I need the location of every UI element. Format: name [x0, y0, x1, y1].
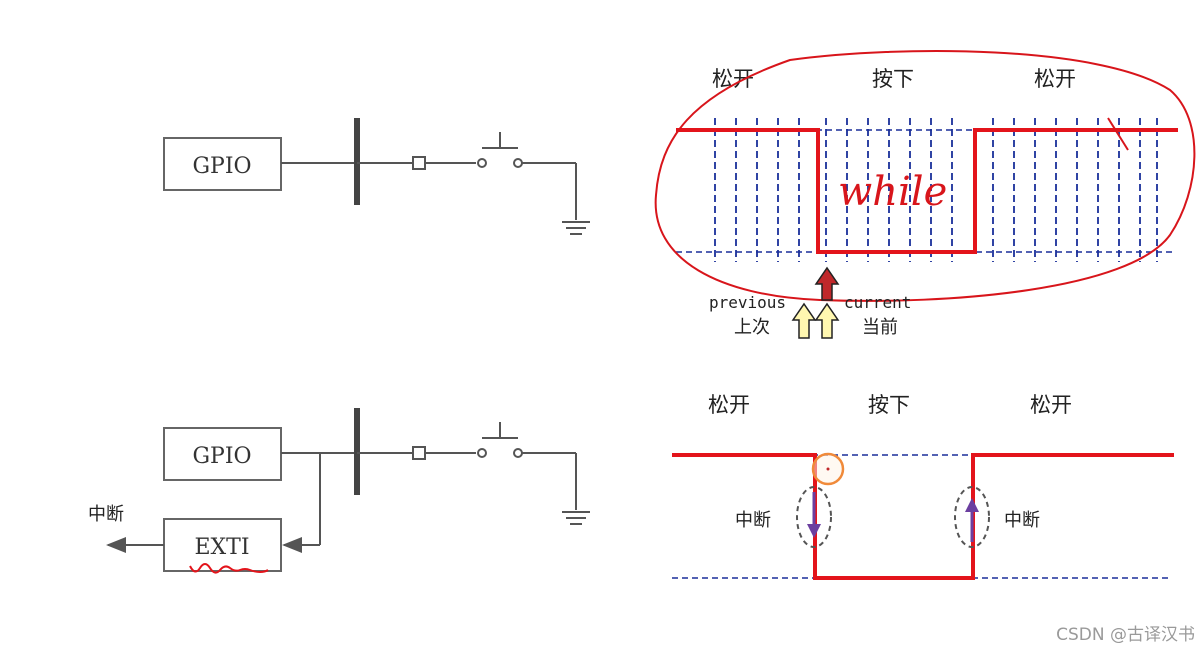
- edge-highlight-dot: [826, 467, 830, 471]
- state-release-right: 松开: [1030, 393, 1072, 417]
- push-button-switch: [477, 422, 523, 458]
- falling-edge-marker: [796, 486, 832, 548]
- handwritten-while: while: [838, 169, 947, 215]
- state-release-left: 松开: [708, 393, 750, 417]
- rising-edge-arrow: [965, 498, 979, 542]
- previous-label: previous: [709, 293, 786, 312]
- handwritten-tick: [1107, 117, 1129, 151]
- push-button-switch: [477, 132, 523, 168]
- gpio-label-bottom: GPIO: [192, 444, 251, 469]
- waveform-bottom: 松开 按下 松开 中断 中断: [672, 393, 1174, 580]
- waveform-top: 松开 按下 松开: [654, 50, 1196, 339]
- watermark: CSDN @古译汉书: [1056, 625, 1195, 645]
- state-press: 按下: [868, 393, 910, 417]
- circuit-bottom: GPIO EXTI 中断: [88, 408, 590, 574]
- current-arrow-red: [814, 266, 840, 301]
- state-press: 按下: [872, 67, 914, 91]
- exti-underline-squiggle: [189, 563, 269, 574]
- handwritten-loop: [654, 50, 1196, 302]
- previous-arrow-yellow: [791, 302, 817, 339]
- previous-cn-label: 上次: [734, 317, 770, 338]
- exti-box: [163, 518, 282, 572]
- current-arrow-yellow: [814, 302, 840, 339]
- interrupt-fall-label: 中断: [735, 510, 771, 531]
- gpio-box-bottom: [163, 427, 282, 481]
- gpio-box-top: [163, 137, 282, 191]
- pin-terminal: [412, 446, 426, 460]
- current-cn-label: 当前: [862, 317, 898, 338]
- rising-edge-marker: [954, 486, 990, 548]
- state-release-left: 松开: [712, 67, 754, 91]
- ground-icon: [562, 511, 590, 525]
- pin-terminal: [412, 156, 426, 170]
- circuit-top: GPIO: [163, 118, 590, 235]
- interrupt-rise-label: 中断: [1004, 510, 1040, 531]
- interrupt-output-label: 中断: [88, 504, 124, 525]
- signal-waveform: [676, 128, 1178, 254]
- ground-icon: [562, 221, 590, 235]
- signal-waveform: [672, 453, 1174, 580]
- sampling-lines: [714, 118, 1158, 262]
- exti-label: EXTI: [194, 535, 249, 560]
- gpio-label-top: GPIO: [192, 154, 251, 179]
- state-release-right: 松开: [1034, 67, 1076, 91]
- current-label: current: [844, 293, 911, 312]
- falling-edge-arrow: [807, 492, 821, 538]
